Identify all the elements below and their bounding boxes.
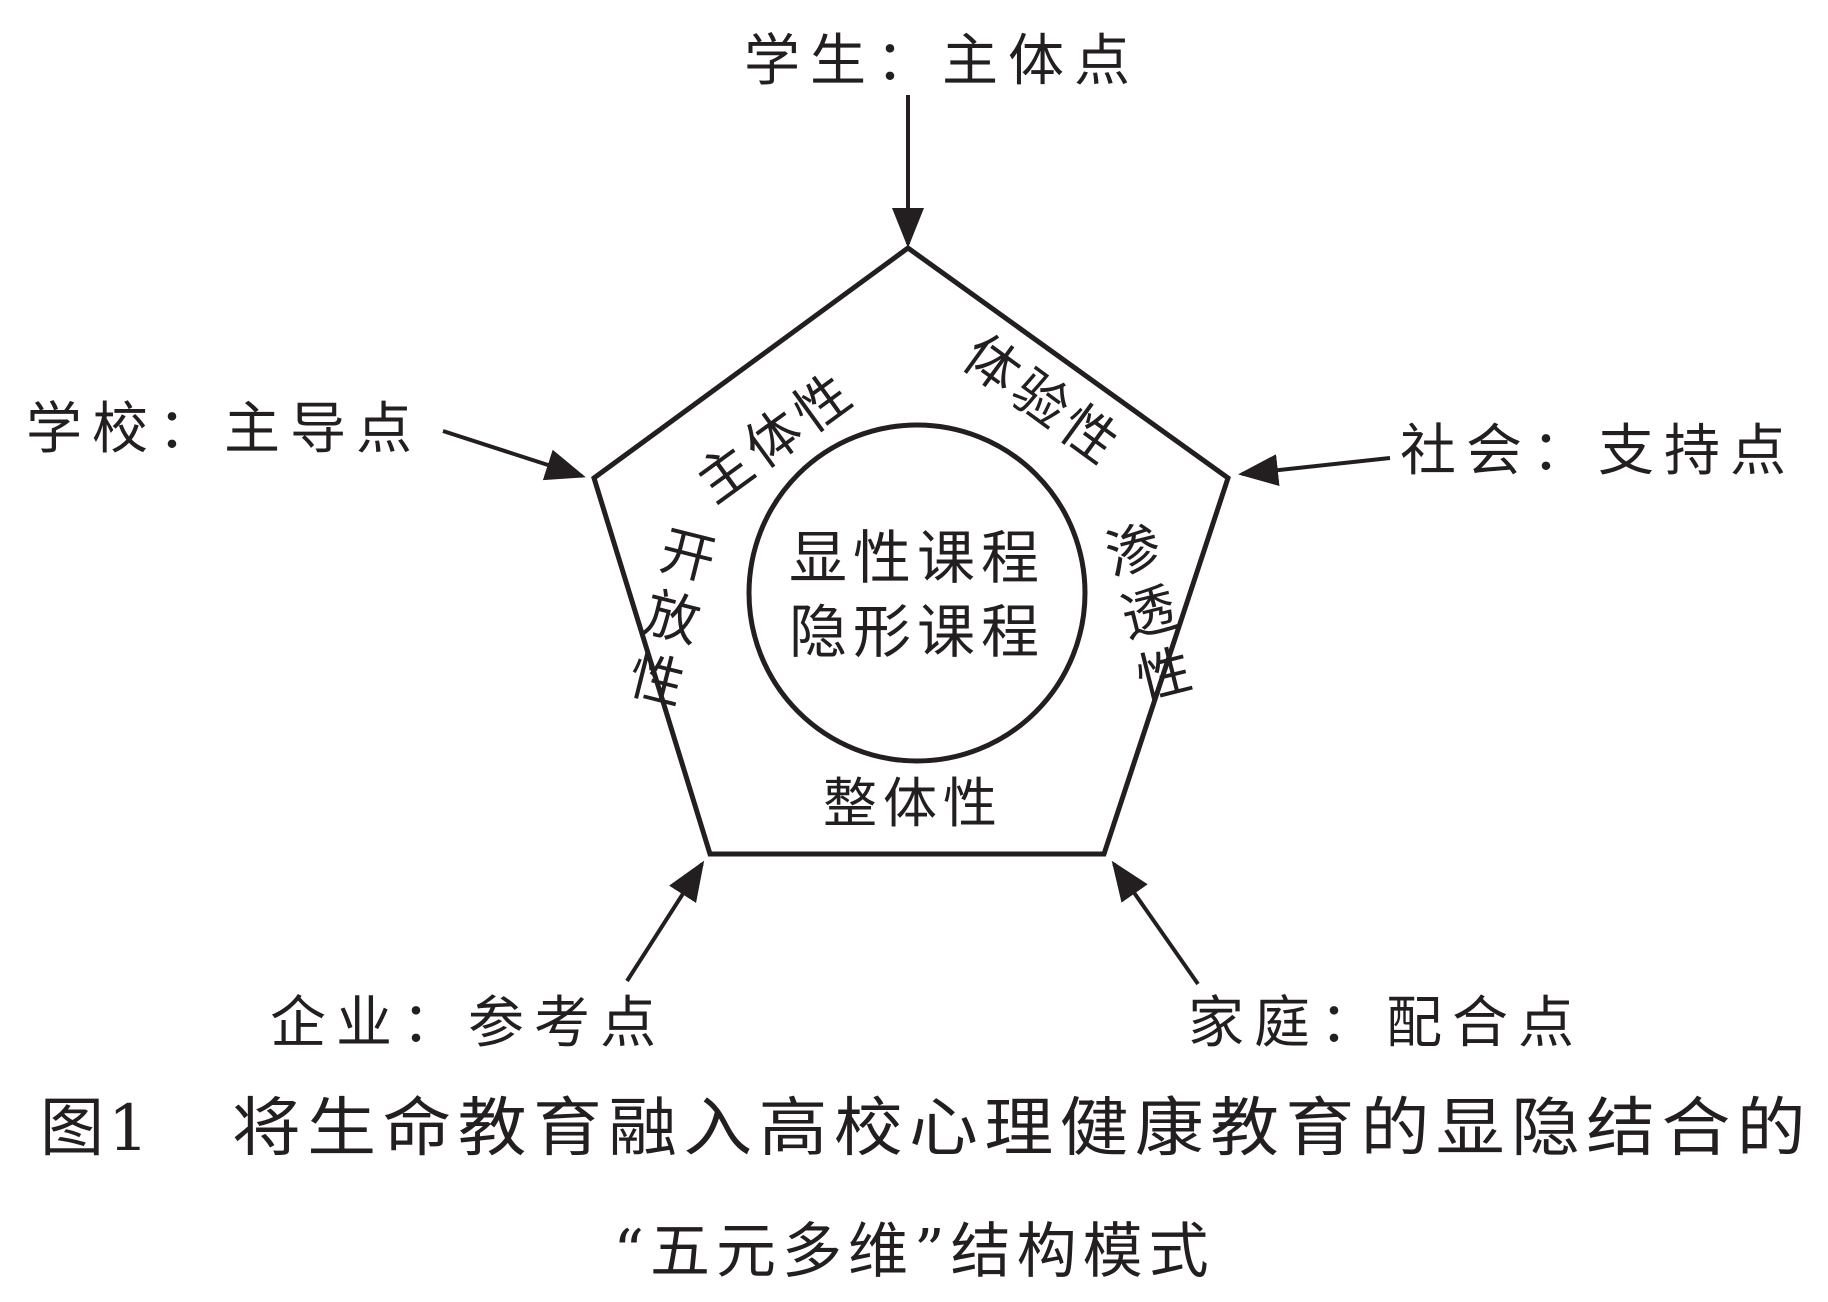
caption-line-2: “五元多维”结构模式 — [613, 1217, 1214, 1287]
feature-penetration-char: 性 — [1130, 638, 1198, 712]
arrow-school — [442, 429, 586, 481]
feature-openness-char: 开 — [654, 519, 722, 593]
feature-openness-char: 性 — [623, 643, 691, 717]
core-hidden-curriculum: 隐形课程 — [789, 598, 1045, 666]
feature-openness-char: 放 — [638, 581, 706, 655]
label-school: 学校：主导点 — [26, 397, 422, 462]
label-family: 家庭：配合点 — [1188, 991, 1584, 1056]
label-enterprise: 企业：参考点 — [270, 991, 666, 1056]
feature-penetration: 渗 透 性 — [1099, 514, 1198, 712]
label-society: 社会：支持点 — [1400, 419, 1796, 484]
core-explicit-curriculum: 显性课程 — [789, 524, 1045, 592]
label-student: 学生：主体点 — [744, 29, 1140, 94]
caption-label: 图1 — [40, 1092, 153, 1166]
feature-wholeness: 整体性 — [823, 772, 1003, 835]
arrow-enterprise — [625, 860, 705, 983]
core-circle — [746, 422, 1088, 764]
caption-line-1: 将生命教育融入高校心理健康教育的显隐结合的 — [232, 1092, 1812, 1166]
arrow-family — [1111, 860, 1200, 986]
feature-penetration-char: 透 — [1115, 576, 1183, 650]
pentagon-frame — [591, 244, 1231, 857]
arrow-society — [1238, 454, 1391, 487]
feature-subjectivity: 主体性 — [685, 359, 868, 516]
feature-penetration-char: 渗 — [1099, 514, 1167, 588]
